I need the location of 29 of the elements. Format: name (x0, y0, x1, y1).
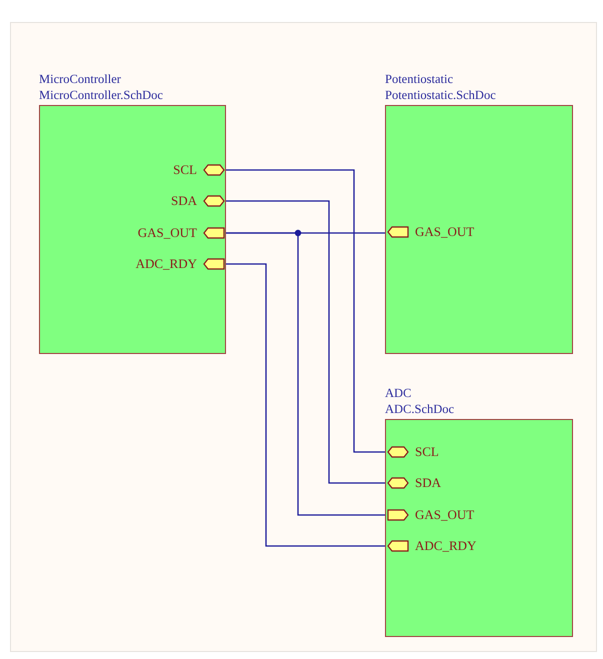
port (136, 257, 225, 271)
file-name: Potentiostatic.SchDoc (385, 87, 497, 103)
port (387, 445, 439, 459)
sheet-name: ADC (385, 385, 412, 401)
port (173, 163, 225, 177)
port-name: SCL (415, 444, 439, 460)
sheet-name: MicroController (39, 71, 122, 87)
port-name: SDA (170, 193, 197, 209)
port-name: GAS_OUT (415, 224, 474, 240)
wire (225, 200, 387, 484)
wire (225, 263, 387, 547)
file-name: MicroController.SchDoc (39, 87, 164, 103)
port (387, 225, 474, 239)
port (170, 194, 225, 208)
port-name: SDA (415, 475, 442, 491)
wire (225, 169, 387, 453)
port-name: ADC_RDY (136, 256, 197, 272)
sheet-symbol (39, 71, 226, 354)
port-name: GAS_OUT (138, 225, 197, 241)
wire (225, 232, 387, 516)
port (387, 539, 476, 553)
port (387, 476, 442, 490)
port (387, 508, 474, 522)
port-name: SCL (173, 162, 197, 178)
port-name: ADC_RDY (415, 538, 476, 554)
file-name: ADC.SchDoc (385, 401, 456, 417)
port-name: GAS_OUT (415, 507, 474, 523)
sheet-name: Potentiostatic (385, 71, 454, 87)
port (138, 226, 225, 240)
